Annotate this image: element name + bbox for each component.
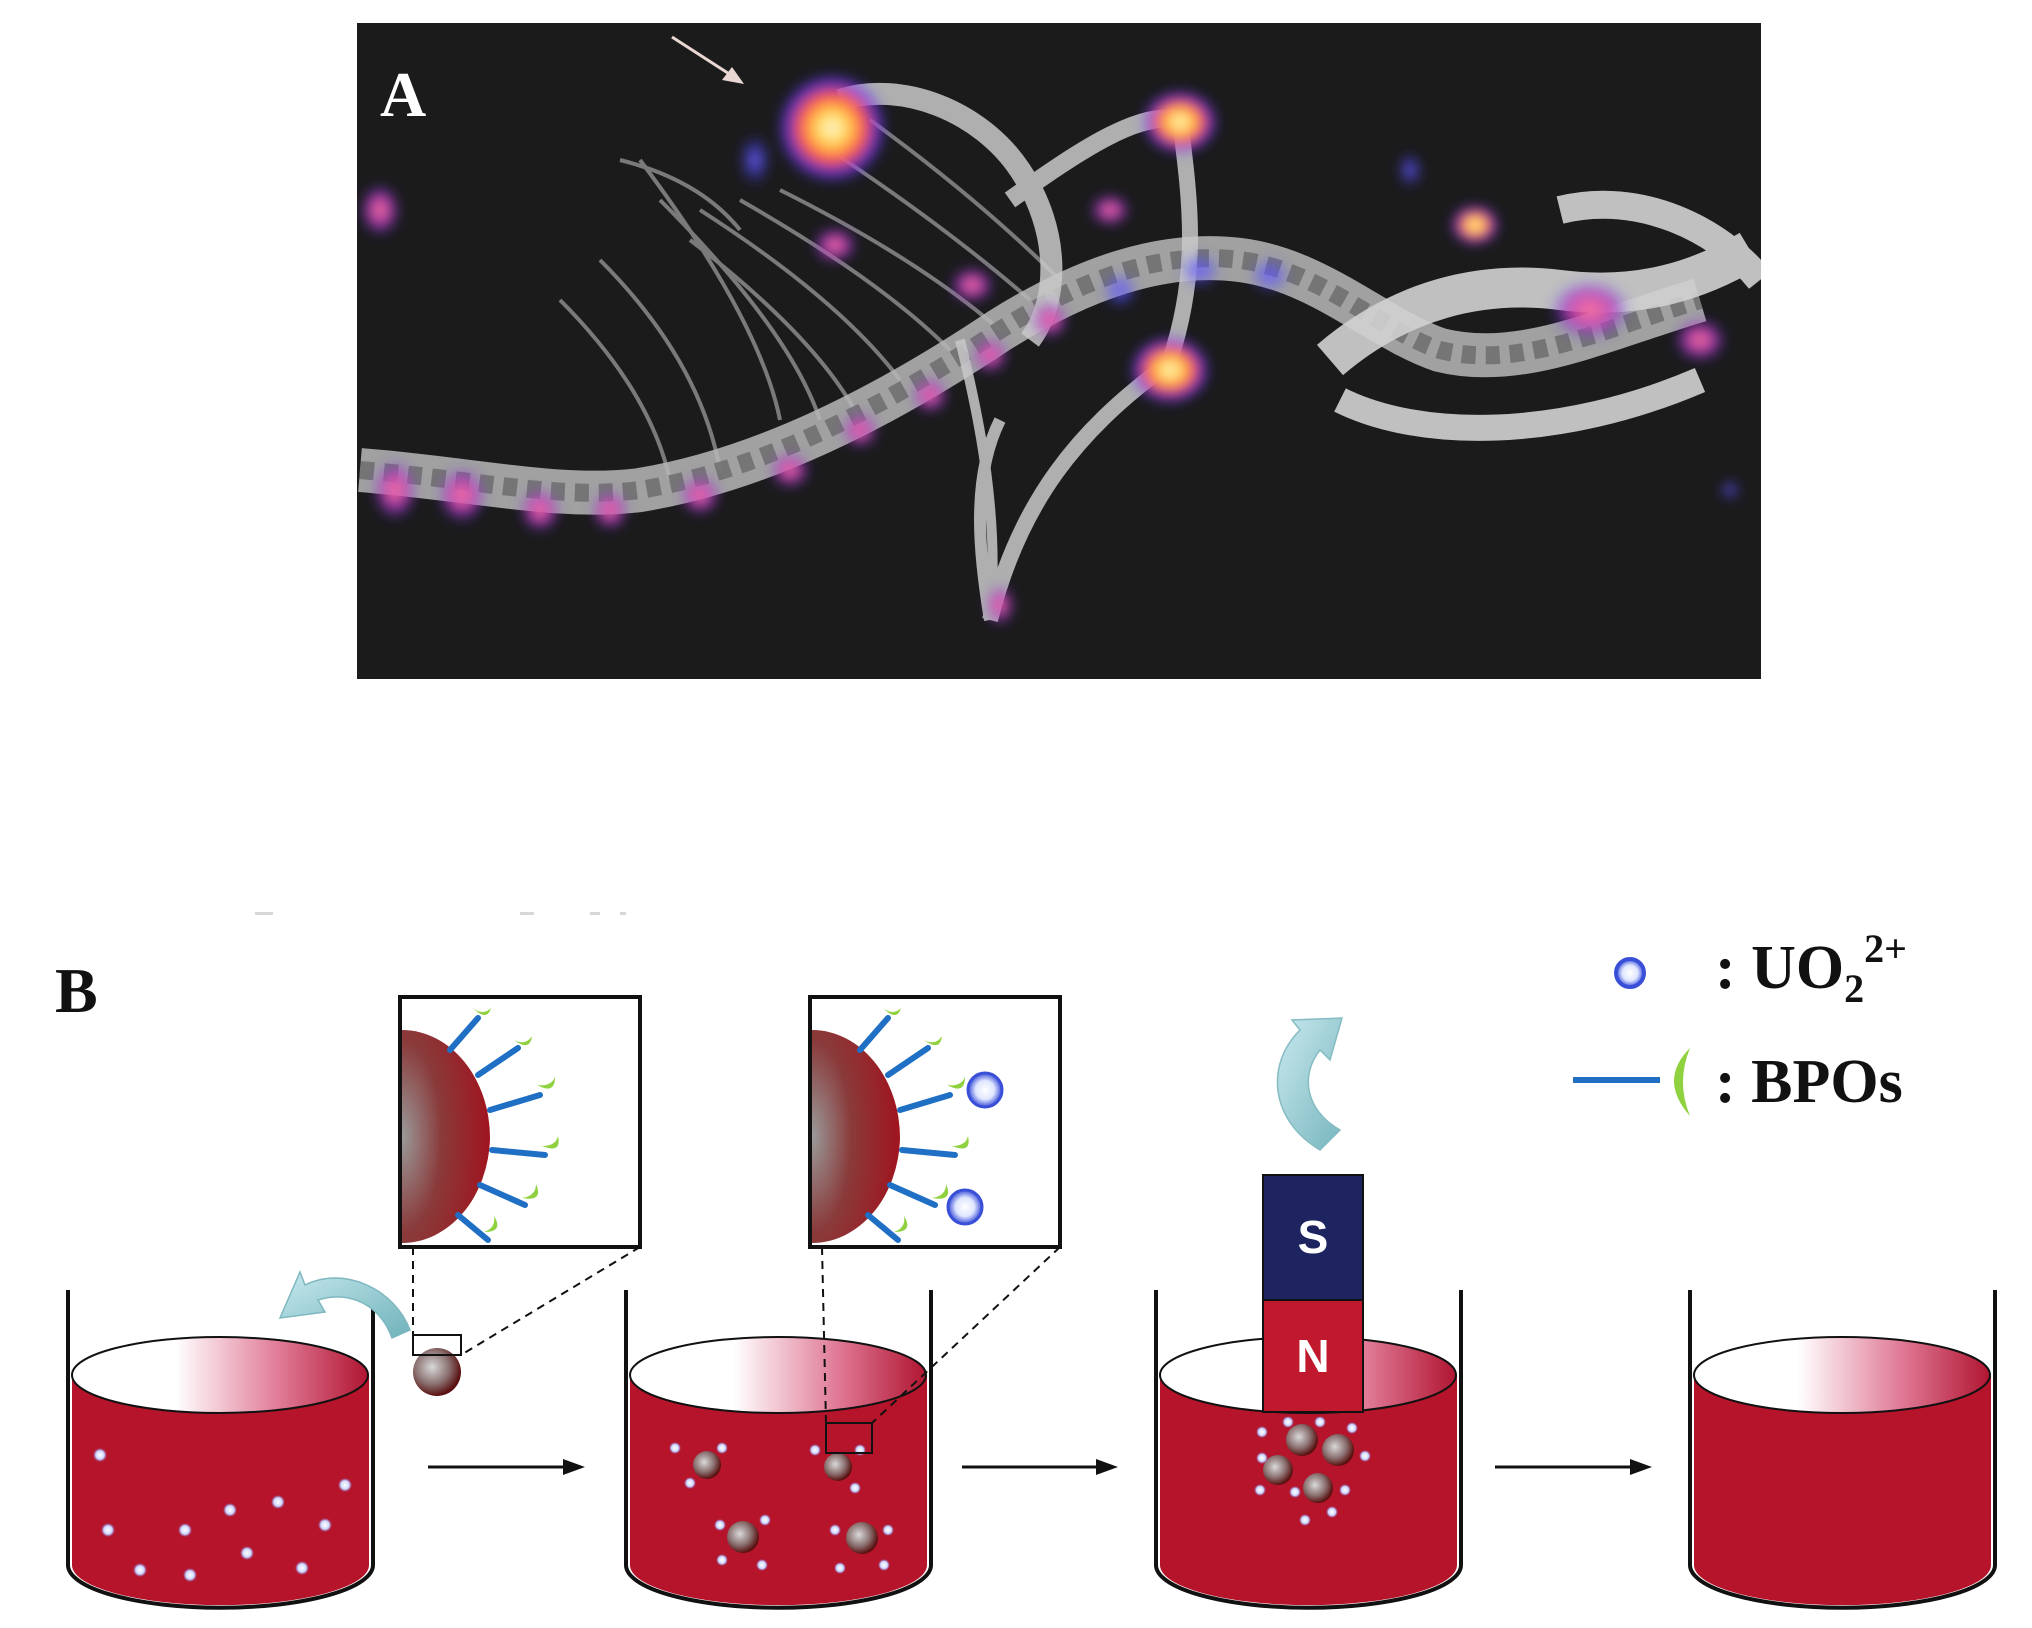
panel-b-label: B [55, 955, 98, 1026]
panel-b: B [55, 912, 1997, 1610]
legend-item-bpo: : BPOs [1573, 1048, 1903, 1116]
panel-a: A [357, 23, 1761, 679]
svg-text:: UO22+: : UO22+ [1715, 926, 1907, 1011]
ghost-marks [255, 912, 626, 915]
panel-a-label: A [380, 59, 426, 130]
magnet-n-pole [1262, 1299, 1364, 1413]
pelvis [1316, 190, 1761, 441]
inset-bound-particle [808, 995, 1062, 1249]
zoom-lines-1 [412, 1246, 641, 1356]
magnet: S N [1262, 1174, 1364, 1413]
zoom-region-1 [412, 1334, 462, 1356]
inset-functionalized-particle [398, 995, 642, 1249]
bound-particles [693, 1451, 878, 1554]
bpo-ligand-icon [1573, 1048, 1690, 1116]
beaker-4 [1688, 1290, 1997, 1610]
magnet-s-pole [1262, 1174, 1364, 1301]
legend-uranyl-sup: 2+ [1864, 926, 1907, 971]
legend-bpo-text: : BPOs [1715, 1048, 1903, 1116]
zoom-lines-2 [821, 1246, 1061, 1424]
legend-uranyl-sub: 2 [1844, 966, 1864, 1011]
uranyl-ion-icon [1614, 957, 1646, 989]
beaker-1 [66, 1290, 375, 1610]
single-particle [412, 1334, 462, 1396]
magnet-n-label: N [1296, 1330, 1329, 1382]
legend-uranyl-text: : UO [1715, 934, 1844, 1002]
skeleton-scan [358, 35, 1761, 625]
beaker-2 [624, 1290, 933, 1610]
magnet-s-label: S [1298, 1211, 1329, 1263]
beaker-3: S N [1154, 1017, 1463, 1610]
bpo-cups [473, 1008, 559, 1232]
pointer-arrow [671, 35, 744, 84]
bound-uranyl-ions [946, 1071, 1004, 1226]
uptake-hotspots [360, 73, 1740, 625]
zoom-region-2 [825, 1422, 873, 1454]
add-particles-arrow [278, 1270, 411, 1340]
collected-particles [1263, 1424, 1354, 1503]
legend: : UO22+ : BPOs [1573, 926, 1907, 1116]
legend-item-uranyl: : UO22+ [1614, 926, 1907, 1011]
ion-dots [93, 1448, 352, 1582]
removal-arrow [1276, 1017, 1344, 1151]
bpo-ligands [447, 1015, 548, 1243]
process-arrows [428, 1459, 1652, 1475]
